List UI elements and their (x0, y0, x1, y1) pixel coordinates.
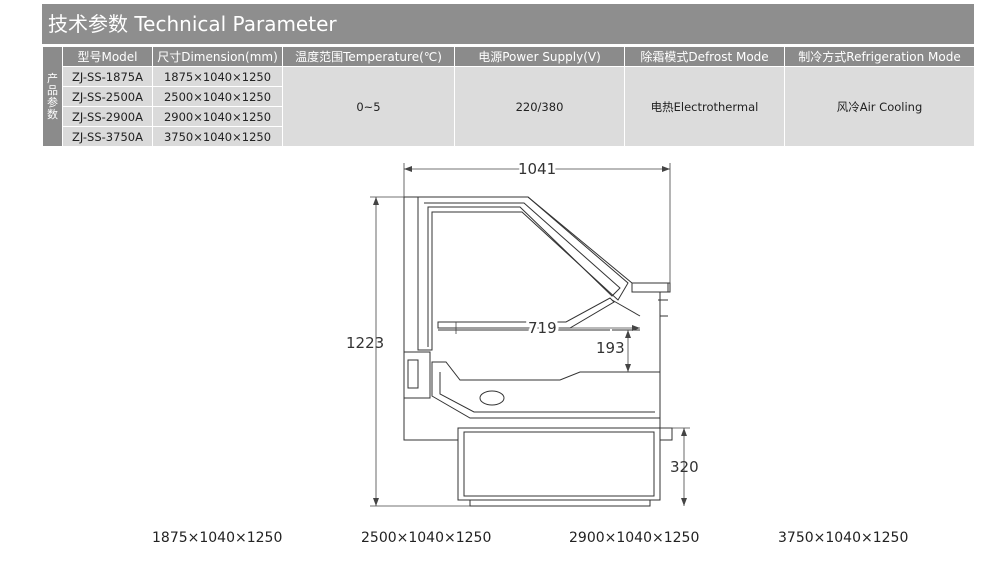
side-label: 产品参数 (42, 46, 63, 147)
dim-base-label: 320 (670, 458, 699, 476)
table-row: ZJ-SS-2500A 2500×1040×1250 (43, 86, 975, 107)
display-shelf (437, 297, 615, 329)
cell-model: ZJ-SS-3750A (62, 126, 153, 147)
cell-model: ZJ-SS-2500A (62, 86, 153, 107)
size-label-2500: 2500×1040×1250 (361, 530, 492, 546)
table-row: ZJ-SS-3750A 3750×1040×1250 (43, 126, 975, 147)
dim-shelf-label: 193 (596, 339, 625, 357)
cell-defrost: 电热Electrothermal (624, 66, 785, 147)
section-title: 技术参数 Technical Parameter (42, 4, 974, 44)
dim-height-label: 1223 (346, 334, 384, 352)
header-model: 型号Model (62, 46, 153, 67)
cell-model: ZJ-SS-1875A (62, 66, 153, 87)
table-header-row: 产品参数 型号Model 尺寸Dimension(mm) 温度范围Tempera… (42, 46, 975, 147)
header-refrigeration: 制冷方式Refrigeration Mode (784, 46, 975, 67)
dim-inner-label: 719 (528, 319, 557, 337)
display-tray (431, 361, 661, 419)
cell-dimension: 3750×1040×1250 (152, 126, 283, 147)
table-row: ZJ-SS-2900A 2900×1040×1250 (43, 106, 975, 127)
table-row: ZJ-SS-1875A 1875×1040×1250 0~5 220/380 电… (43, 66, 975, 147)
size-label-1875: 1875×1040×1250 (152, 530, 283, 546)
cell-model: ZJ-SS-2900A (62, 106, 153, 127)
front-cap (631, 282, 671, 293)
cell-dimension: 2500×1040×1250 (152, 86, 283, 107)
cell-refrigeration: 风冷Air Cooling (784, 66, 975, 147)
rear-panel (403, 351, 431, 399)
cell-temperature: 0~5 (282, 66, 455, 147)
base-compartment (457, 427, 661, 501)
header-temperature: 温度范围Temperature(℃) (282, 46, 455, 67)
size-label-2900: 2900×1040×1250 (569, 530, 700, 546)
cell-dimension: 2900×1040×1250 (152, 106, 283, 127)
cell-power: 220/380 (454, 66, 625, 147)
side-label-text: 产品参数 (47, 71, 58, 121)
glass-frame-inner (424, 202, 621, 347)
evaporator-oval (479, 390, 505, 406)
size-label-3750: 3750×1040×1250 (778, 530, 909, 546)
header-dimension: 尺寸Dimension(mm) (152, 46, 283, 67)
cell-dimension: 1875×1040×1250 (152, 66, 283, 87)
header-defrost: 除霜模式Defrost Mode (624, 46, 785, 67)
dim-width-label: 1041 (518, 160, 556, 178)
glass-frame-outer (417, 196, 629, 351)
spec-table: 产品参数 型号Model 尺寸Dimension(mm) 温度范围Tempera… (42, 46, 975, 147)
